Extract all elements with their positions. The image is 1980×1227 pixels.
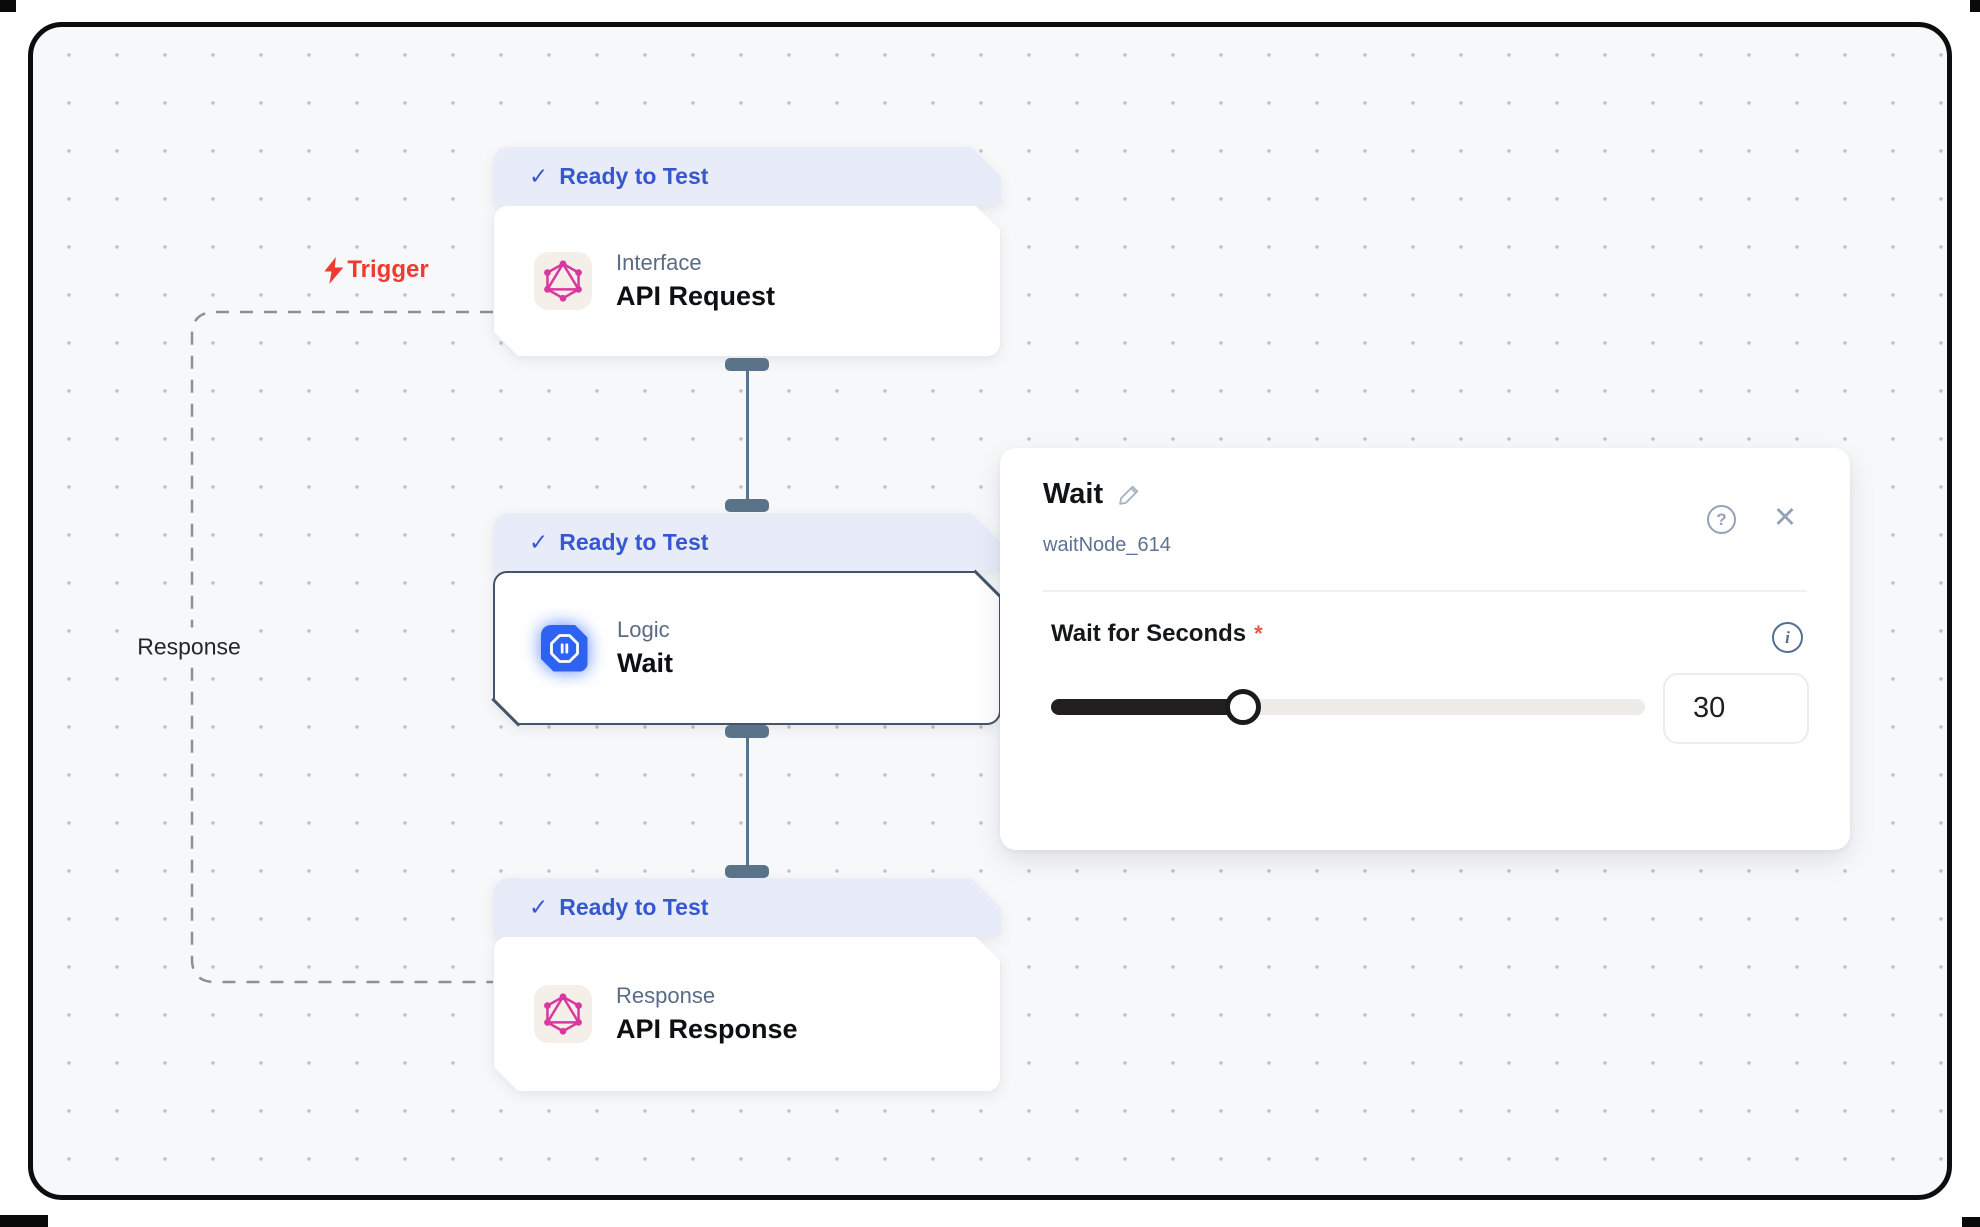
check-icon: ✓ <box>529 893 549 920</box>
status-badge: ✓ Ready to Test <box>493 147 1001 205</box>
status-badge-label: Ready to Test <box>559 162 709 189</box>
corner-mark <box>1962 1217 1980 1227</box>
node-card[interactable]: Interface API Request <box>493 205 1001 357</box>
node-title: API Request <box>616 281 776 311</box>
help-icon[interactable]: ? <box>1707 505 1736 534</box>
pause-icon <box>541 625 588 672</box>
info-icon[interactable]: i <box>1772 622 1803 653</box>
node-api-response[interactable]: ✓ Ready to Test <box>493 878 1001 1092</box>
close-icon[interactable]: ✕ <box>1772 501 1798 534</box>
check-icon: ✓ <box>529 528 549 555</box>
corner-mark <box>0 0 16 12</box>
input-port-wait[interactable] <box>725 499 769 512</box>
required-marker: * <box>1254 621 1263 646</box>
bolt-icon <box>324 256 344 284</box>
status-badge-label: Ready to Test <box>559 893 709 920</box>
flow-canvas[interactable]: Trigger Response ✓ Ready to Test <box>28 22 1952 1200</box>
panel-title: Wait <box>1043 478 1104 510</box>
node-id-label: waitNode_614 <box>1043 534 1171 556</box>
node-title: Wait <box>617 648 673 678</box>
graphql-icon <box>534 252 592 310</box>
status-badge-label: Ready to Test <box>559 528 709 555</box>
trigger-text: Trigger <box>347 256 429 283</box>
slider-thumb[interactable] <box>1224 689 1261 725</box>
output-port-api-request[interactable] <box>725 358 769 371</box>
field-label: Wait for Seconds* <box>1051 620 1263 647</box>
node-category: Interface <box>616 250 702 275</box>
graphql-icon <box>534 985 592 1043</box>
status-badge: ✓ Ready to Test <box>493 878 1001 936</box>
edge-wait-to-response <box>745 731 749 872</box>
trigger-label: Trigger <box>323 256 429 284</box>
node-card-selected[interactable]: Logic Wait <box>493 571 1001 725</box>
wait-config-panel: Wait waitNode_614 ? ✕ Wait for Seconds* … <box>1000 448 1850 850</box>
response-edge-label: Response <box>129 627 249 667</box>
node-card[interactable]: Response API Response <box>493 936 1001 1092</box>
edge-request-to-wait <box>745 364 749 506</box>
node-title: API Response <box>616 1014 798 1044</box>
check-icon: ✓ <box>529 162 549 189</box>
node-category: Logic <box>617 617 670 642</box>
output-port-wait[interactable] <box>725 725 769 738</box>
corner-mark <box>1970 0 1980 12</box>
corner-mark <box>0 1215 48 1227</box>
slider-fill <box>1051 699 1243 715</box>
wait-seconds-input[interactable] <box>1663 673 1809 744</box>
panel-divider <box>1043 590 1807 592</box>
wait-seconds-slider[interactable] <box>1051 689 1645 725</box>
status-badge: ✓ Ready to Test <box>493 513 1001 571</box>
input-port-api-response[interactable] <box>725 865 769 878</box>
edit-pencil-icon[interactable] <box>1117 482 1142 507</box>
node-api-request[interactable]: ✓ Ready to Test <box>493 147 1001 357</box>
node-wait[interactable]: ✓ Ready to Test <box>491 513 1003 727</box>
node-category: Response <box>616 983 716 1008</box>
